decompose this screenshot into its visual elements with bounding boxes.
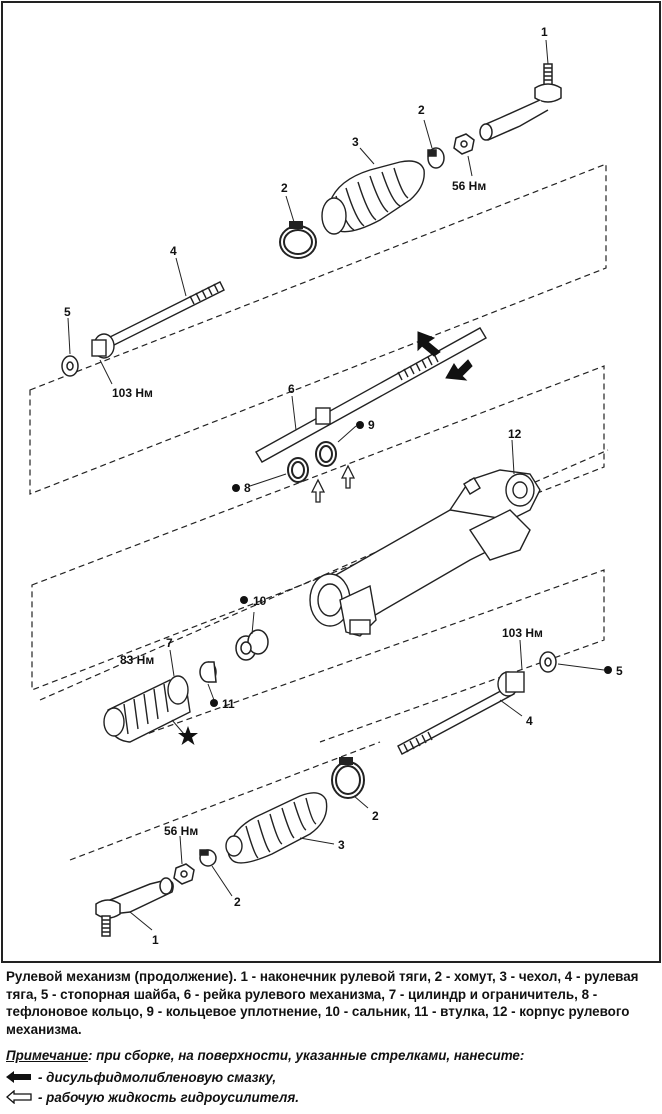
label-9: 9	[368, 418, 375, 432]
label-10: 10	[253, 594, 267, 608]
tie-rod-end-bottom	[95, 877, 174, 937]
label-2-top-left: 2	[281, 181, 288, 195]
black-arrows-rack	[417, 331, 473, 381]
torque-103-bottom: 103 Нм	[502, 626, 543, 640]
nut-bottom	[173, 863, 195, 885]
legend-black-arrow-text: - дисульфидмолибленовую смазку,	[38, 1069, 277, 1085]
figure-frame	[1, 1, 661, 963]
tie-rod-end-top	[479, 63, 562, 141]
label-7: 7	[166, 636, 173, 650]
steering-rack	[255, 327, 487, 463]
legend-white-arrow-text: - рабочую жидкость гидроусилителя.	[38, 1089, 299, 1105]
boot-top	[321, 160, 425, 235]
clamp-top-left	[279, 221, 317, 259]
note-label: Примечание	[6, 1048, 88, 1063]
label-5-bottom: 5	[616, 664, 623, 678]
white-arrow-icon	[6, 1090, 32, 1104]
tie-rod-bottom	[397, 671, 525, 755]
boot-bottom	[225, 792, 328, 864]
steering-gear-housing	[309, 469, 541, 637]
lock-washer-top	[61, 355, 79, 377]
nut-top	[453, 133, 475, 155]
label-2-bottom: 2	[234, 895, 241, 909]
label-12: 12	[508, 427, 522, 441]
white-arrows-rings	[310, 464, 356, 503]
cylinder-and-limiter	[103, 675, 191, 743]
clamp-bottom-small	[199, 849, 217, 867]
bushing	[199, 661, 217, 683]
note-text: : при сборке, на поверхности, указанные …	[87, 1048, 525, 1063]
label-1-bottom: 1	[152, 933, 159, 947]
legend-white-arrow: - рабочую жидкость гидроусилителя.	[6, 1088, 299, 1106]
oil-seal	[235, 629, 269, 661]
label-6: 6	[288, 382, 295, 396]
label-4-bottom: 4	[526, 714, 533, 728]
clamp-top-right	[427, 147, 445, 169]
label-3-top: 3	[352, 135, 359, 149]
tie-rod-top	[91, 281, 225, 359]
torque-83: 83 Нм	[120, 653, 154, 667]
figure-caption: Рулевой механизм (продолжение). 1 - нако…	[6, 969, 639, 1037]
label-2-top-right: 2	[418, 103, 425, 117]
rings-8-9	[287, 441, 337, 483]
label-1-top: 1	[541, 25, 548, 39]
legend-black-arrow: - дисульфидмолибленовую смазку,	[6, 1068, 276, 1086]
label-11: 11	[222, 697, 235, 711]
bullet-dots	[210, 421, 612, 707]
clamp-bottom-right	[331, 757, 365, 799]
torque-56-bottom: 56 Нм	[164, 824, 198, 838]
label-4-top: 4	[170, 244, 177, 258]
lock-washer-bottom	[539, 651, 557, 673]
label-2-bottom-right: 2	[372, 809, 379, 823]
label-3-bottom: 3	[338, 838, 345, 852]
black-arrow-icon	[6, 1071, 31, 1083]
star-mark	[178, 726, 198, 745]
label-8: 8	[244, 481, 251, 495]
torque-103-top: 103 Нм	[112, 386, 153, 400]
assembly-note: Примечание: при сборке, на поверхности, …	[6, 1047, 656, 1065]
label-5-top: 5	[64, 305, 71, 319]
torque-56-top: 56 Нм	[452, 179, 486, 193]
